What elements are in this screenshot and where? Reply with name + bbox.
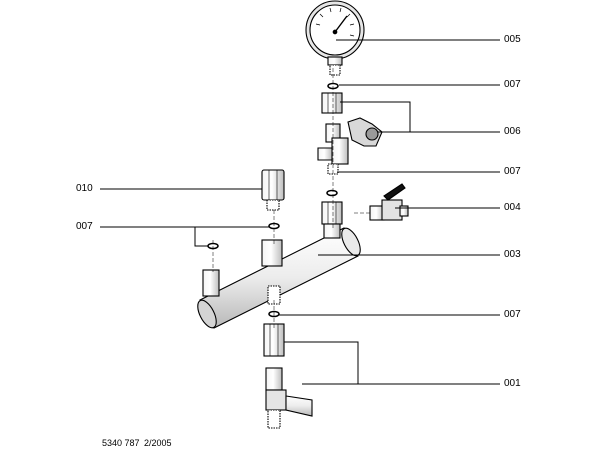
part-label-006: 006 (504, 126, 521, 137)
pressure-gauge (305, 0, 365, 76)
center-axes (212, 68, 372, 330)
angle-valve-assembly (263, 323, 313, 429)
part-label-007: 007 (504, 166, 521, 177)
part-label-005: 005 (504, 34, 521, 45)
part-label-007: 007 (76, 221, 93, 232)
leader-lines (100, 39, 500, 385)
ball-valve (369, 183, 409, 221)
valve-assembly (317, 92, 383, 175)
part-label-004: 004 (504, 202, 521, 213)
o-ring (326, 189, 338, 197)
part-label-003: 003 (504, 249, 521, 260)
union-nut (321, 201, 343, 225)
part-label-007: 007 (504, 309, 521, 320)
manifold-pipe (197, 223, 361, 329)
doc-number: 5340 787 (102, 438, 140, 448)
part-label-007: 007 (504, 79, 521, 90)
cap-nut (261, 169, 285, 211)
doc-date: 2/2005 (144, 438, 172, 448)
part-label-001: 001 (504, 378, 521, 389)
part-label-010: 010 (76, 183, 93, 194)
